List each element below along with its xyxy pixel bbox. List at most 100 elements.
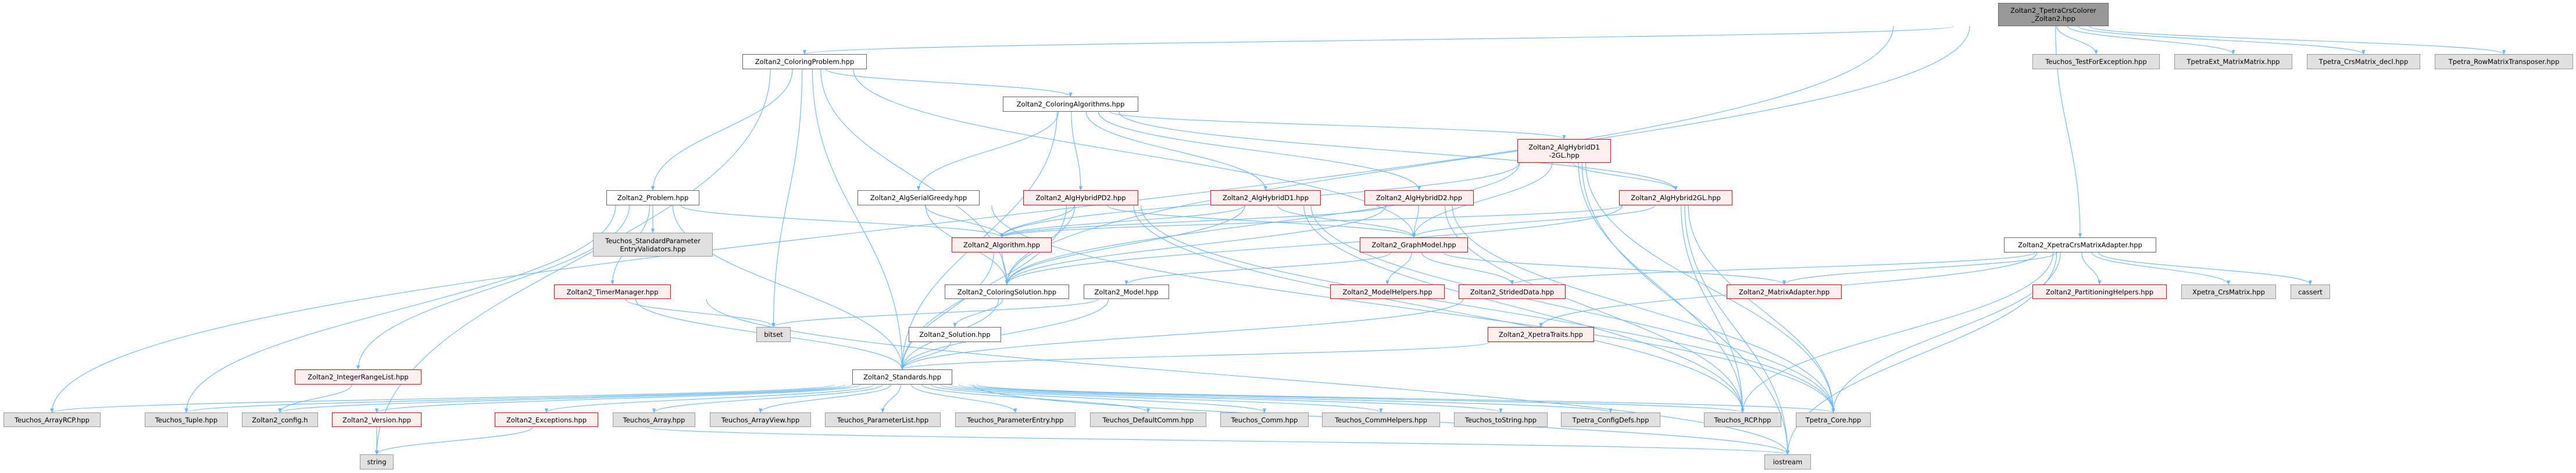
edge-d1-to-rcp [1303,205,1745,413]
node-timer[interactable]: Zoltan2_TimerManager.hpp [554,284,671,299]
edge-h2gl-to-rcp [1681,205,1745,413]
edge-intrange-to-config [278,384,352,413]
node-colalg[interactable]: Zoltan2_ColoringAlgorithms.hpp [1003,97,1138,112]
edge-standards-to-array [652,384,883,413]
edge-root-to-rmt [2089,26,2506,55]
node-tostring[interactable]: Teuchos_toString.hpp [1454,412,1548,427]
edge-standards-to-config [278,384,853,413]
node-colsol[interactable]: Zoltan2_ColoringSolution.hpp [945,284,1069,299]
node-iostream[interactable]: iostream [1764,454,1811,470]
edge-colsol-to-solution [953,298,1003,328]
node-standards[interactable]: Zoltan2_Standards.hpp [852,369,952,385]
node-version[interactable]: Zoltan2_Version.hpp [332,412,421,427]
node-rmt[interactable]: Tpetra_RowMatrixTransposer.hpp [2435,54,2573,69]
node-d12gl[interactable]: Zoltan2_AlgHybridD1 -2GL.hpp [1517,139,1611,163]
edge-standards-to-arrayrcp [50,384,835,413]
node-validators[interactable]: Teuchos_StandardParameter EntryValidator… [593,233,713,257]
edge-xcrsadapter-to-tcore [1831,252,2061,413]
node-d2[interactable]: Zoltan2_AlgHybridD2.hpp [1364,190,1474,205]
edge-xcrsadapter-to-rcp [1741,252,2054,413]
edge-root-to-arrayrcp [50,26,1894,413]
node-graphmodel[interactable]: Zoltan2_GraphModel.hpp [1360,237,1468,252]
edge-d12gl-to-graphmodel [1412,162,1553,238]
edge-colprob-to-string [374,69,771,455]
node-defcomm[interactable]: Teuchos_DefaultComm.hpp [1090,412,1206,427]
edge-standards-to-pentry [911,384,1017,413]
edge-xcrsadapter-to-cassert [2098,252,2312,285]
node-greedy[interactable]: Zoltan2_AlgSerialGreedy.hpp [858,190,980,205]
node-tuple[interactable]: Teuchos_Tuple.hpp [145,412,228,427]
edge-standards-to-tcore [976,384,1835,413]
node-plist[interactable]: Teuchos_ParameterList.hpp [825,412,941,427]
edge-graphmodel-to-modelhelpers [1385,252,1412,285]
edge-colalg-to-d12gl [1109,111,1566,140]
edge-strided-to-standards [901,298,1464,370]
node-bitset[interactable]: bitset [756,327,791,342]
node-parthelpers[interactable]: Zoltan2_PartitioningHelpers.hpp [2032,284,2167,299]
node-modelhelpers[interactable]: Zoltan2_ModelHelpers.hpp [1330,284,1445,299]
node-mm[interactable]: TpetraExt_MatrixMatrix.hpp [2174,54,2292,69]
node-testexc[interactable]: Teuchos_TestForException.hpp [2032,54,2160,69]
edge-pd2-to-algorithm [999,205,1075,238]
edge-problem-to-algorithm [680,205,1003,238]
edge-xtraits-to-standards [901,342,1491,370]
edge-problem-to-tuple [184,205,616,413]
node-xcrsadapter[interactable]: Zoltan2_XpetraCrsMatrixAdapter.hpp [2004,237,2156,252]
node-cassert[interactable]: cassert [2291,284,2330,299]
edge-standards-to-tostring [949,384,1503,413]
edge-graphmodel-to-strided [1421,252,1514,285]
edge-greedy-to-tcore [991,205,1835,413]
edge-d1-to-colsol [1005,205,1245,285]
edge-exceptions-to-iostream [645,426,1789,455]
node-xcrs[interactable]: Xpetra_CrsMatrix.hpp [2181,284,2276,299]
edge-d12gl-to-h2gl [1573,162,1678,191]
node-exceptions[interactable]: Zoltan2_Exceptions.hpp [495,412,598,427]
edge-standards-to-commhelpers [940,384,1383,413]
edge-h2gl-to-colsol [1005,205,1623,285]
node-config[interactable]: Zoltan2_config.h [242,412,318,427]
node-model[interactable]: Zoltan2_Model.hpp [1084,284,1169,299]
edge-colalg-to-pd2 [1071,111,1083,191]
edge-model-to-bitset [771,298,1099,328]
node-problem[interactable]: Zoltan2_Problem.hpp [606,190,699,205]
edge-d12gl-to-iostream [1581,162,1790,455]
node-pd2[interactable]: Zoltan2_AlgHybridPD2.hpp [1023,190,1138,205]
node-solution[interactable]: Zoltan2_Solution.hpp [909,327,1001,342]
node-rcp[interactable]: Teuchos_RCP.hpp [1704,412,1781,427]
node-arrayrcp[interactable]: Teuchos_ArrayRCP.hpp [3,412,101,427]
node-configdefs[interactable]: Tpetra_ConfigDefs.hpp [1561,412,1660,427]
node-array[interactable]: Teuchos_Array.hpp [613,412,695,427]
node-comm[interactable]: Teuchos_Comm.hpp [1220,412,1309,427]
edge-root-to-mm [2067,26,2235,55]
node-root[interactable]: Zoltan2_TpetraCrsColorer _Zoltan2.hpp [1998,3,2109,26]
node-commhelpers[interactable]: Teuchos_CommHelpers.hpp [1322,412,1440,427]
edge-standards-to-tuple [184,384,846,413]
node-strided[interactable]: Zoltan2_StridedData.hpp [1459,284,1566,299]
edge-timer-to-bitset [625,298,776,328]
edge-standards-to-version [375,384,861,413]
node-intrange[interactable]: Zoltan2_IntegerRangeList.hpp [295,369,421,385]
node-colprob[interactable]: Zoltan2_ColoringProblem.hpp [742,54,867,69]
node-xtraits[interactable]: Zoltan2_XpetraTraits.hpp [1488,327,1594,342]
node-crsdecl[interactable]: Tpetra_CrsMatrix_decl.hpp [2307,54,2420,69]
node-matadapter[interactable]: Zoltan2_MatrixAdapter.hpp [1727,284,1842,299]
edge-colalg-to-d2 [1098,111,1421,191]
edge-algorithm-to-colsol [1002,252,1009,285]
node-pentry[interactable]: Teuchos_ParameterEntry.hpp [955,412,1076,427]
edge-d1-to-algorithm [1000,205,1245,238]
node-algorithm[interactable]: Zoltan2_Algorithm.hpp [952,237,1052,252]
node-tcore[interactable]: Tpetra_Core.hpp [1796,412,1871,427]
node-arrayview[interactable]: Teuchos_ArrayView.hpp [710,412,811,427]
edge-d2-to-algorithm [1000,205,1387,238]
edge-standards-to-comm [931,384,1266,413]
edge-colprob-to-problem [651,69,793,191]
edge-d2-to-colsol [1005,205,1387,285]
edge-standards-to-plist [881,384,901,413]
node-string[interactable]: string [360,454,394,470]
edge-colalg-to-h2gl [1119,111,1678,191]
node-h2gl[interactable]: Zoltan2_AlgHybrid2GL.hpp [1619,190,1732,205]
node-d1[interactable]: Zoltan2_AlgHybridD1.hpp [1210,190,1321,205]
edge-root-to-colsol [1005,26,1970,285]
edge-graphmodel-to-matadapter [1443,252,1786,285]
edge-pd2-to-tcore [1141,205,1835,413]
